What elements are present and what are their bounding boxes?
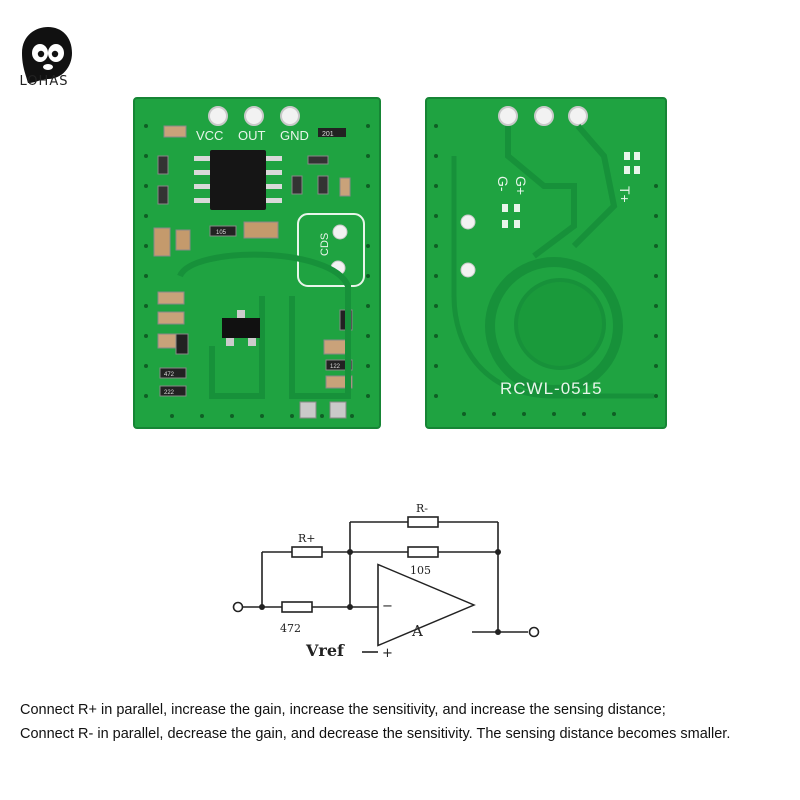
label-r-minus: R- [416,502,428,515]
pin-label-gnd: GND [280,128,309,143]
label-t-plus: T+ [617,186,633,203]
caption: Connect R+ in parallel, increase the gai… [20,698,790,746]
pcb-back-photo: G- G+ T+ RCWL-0515 [425,97,667,429]
gain-schematic: R+ R- 105 472 A Vref − + [232,502,540,661]
model-label: RCWL-0515 [500,379,603,398]
label-r-plus: R+ [298,532,316,545]
code-472: 472 [164,372,175,378]
pin-holes [208,106,300,126]
code-201: 201 [322,131,334,138]
label-105: 105 [410,564,431,577]
ic-chip [210,150,266,210]
pin-label-vcc: VCC [196,128,223,143]
amp-label: A [411,622,423,640]
caption-line-1: Connect R+ in parallel, increase the gai… [20,702,666,718]
code-122: 122 [330,364,341,370]
code-105: 105 [216,230,227,236]
caption-line-2: Connect R- in parallel, decrease the gai… [20,726,731,742]
pcb-front-photo: VCC OUT GND 201 105 472 222 122 [133,97,381,429]
pin-label-out: OUT [238,128,266,143]
vref-label: Vref [305,641,345,660]
label-472: 472 [280,622,301,635]
label-g-plus: G+ [513,176,529,195]
cds-label: CDS [319,233,331,256]
minus-sign: − [382,599,393,614]
plus-sign: + [382,646,393,661]
code-222: 222 [164,390,175,396]
label-g-minus: G- [495,176,511,192]
lohas-logo [22,27,72,83]
logo-text: LOHAS [19,74,69,89]
